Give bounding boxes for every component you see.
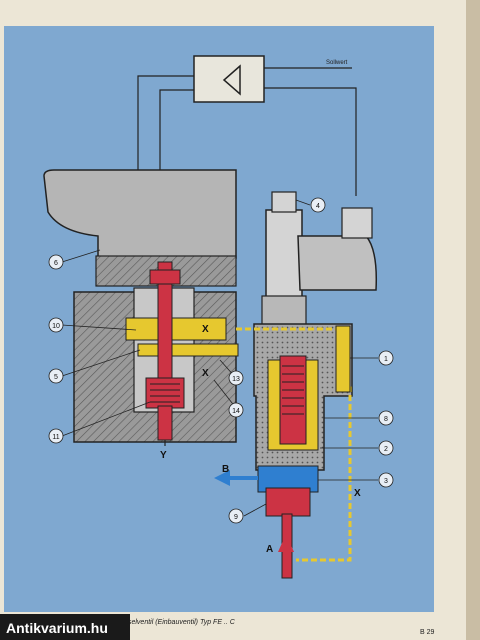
callout-14: 14 — [232, 408, 240, 415]
main-solenoid-nut — [261, 295, 307, 327]
port-label-y: Y — [160, 450, 167, 461]
feedback-wire — [264, 87, 357, 196]
watermark-text: Antikvarium.hu — [6, 620, 108, 636]
callout-8: 8 — [384, 416, 388, 423]
callout-1: 1 — [384, 356, 388, 363]
page-number: B 29 — [420, 629, 435, 636]
pilot-spring-chamber — [145, 377, 185, 409]
callout-circles — [48, 197, 394, 524]
callout-5: 5 — [54, 374, 58, 381]
port-label-x-lower: X — [354, 488, 361, 499]
callout-2: 2 — [384, 446, 388, 453]
callout-leaders — [61, 199, 378, 517]
pilot-bore-x — [335, 325, 351, 393]
drain-port-y — [157, 405, 173, 441]
port-label-x-middle: X — [202, 368, 209, 379]
plug-cable-gland — [341, 207, 373, 239]
watermark-badge — [0, 614, 130, 640]
plug-connector — [297, 235, 378, 291]
pilot-channel-x-middle — [137, 343, 239, 357]
port-label-a: A — [266, 544, 273, 555]
port-label-x-upper: X — [202, 324, 209, 335]
callout-9: 9 — [234, 514, 238, 521]
pilot-channel-x-upper — [125, 317, 227, 341]
main-spool — [279, 355, 307, 445]
callout-6: 6 — [54, 260, 58, 267]
pilot-spool-head — [149, 269, 181, 285]
callout-13: 13 — [232, 376, 240, 383]
callout-3: 3 — [384, 478, 388, 485]
main-spring — [282, 365, 304, 415]
arrow-port-a — [278, 534, 294, 552]
callout-4: 4 — [316, 203, 320, 210]
callout-10: 10 — [52, 323, 60, 330]
pilot-spring — [150, 383, 180, 403]
signal-wire-left — [137, 75, 194, 170]
main-solenoid-tube — [265, 209, 303, 301]
amplifier-box — [193, 55, 265, 103]
callout-11: 11 — [52, 434, 59, 441]
setpoint-label: Sollwert — [326, 60, 348, 66]
arrow-port-b — [214, 470, 230, 486]
port-label-b: B — [222, 464, 229, 475]
main-solenoid-cap — [271, 191, 297, 213]
signal-wire-right — [159, 89, 194, 178]
port-a-chamber — [265, 487, 311, 517]
amplifier-triangle-symbol — [222, 64, 241, 96]
